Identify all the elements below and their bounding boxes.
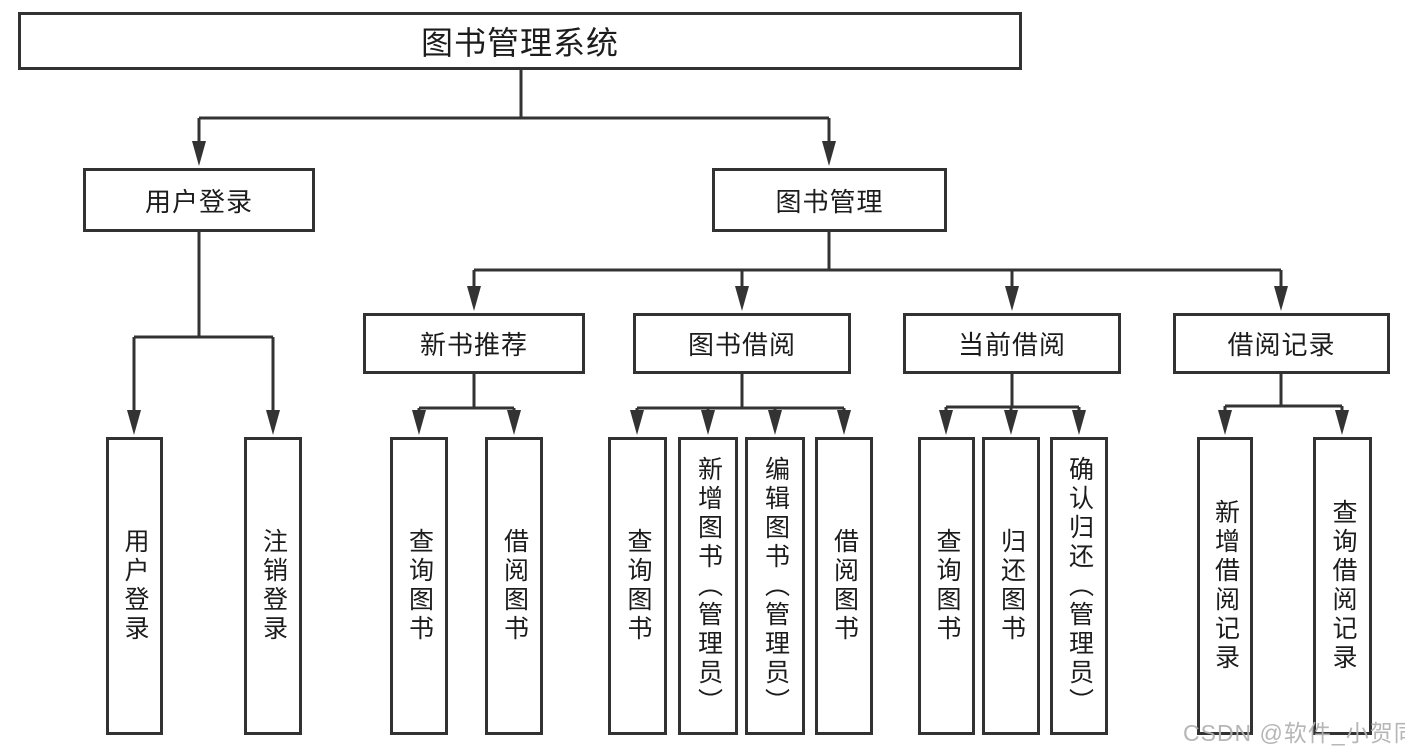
node-book-borrowing: 图书借阅: [633, 313, 851, 374]
leaf-borrow-books-recommend: 借阅图书: [485, 437, 543, 735]
node-book-management: 图书管理: [712, 168, 947, 232]
node-new-book-recommendation: 新书推荐: [363, 313, 585, 374]
node-library-management-system: 图书管理系统: [18, 12, 1022, 70]
leaf-query-books-recommend: 查询图书: [390, 437, 448, 735]
leaf-user-login: 用户登录: [106, 437, 163, 735]
node-current-borrowing: 当前借阅: [903, 313, 1121, 374]
leaf-logout: 注销登录: [244, 437, 302, 735]
node-borrowing-records: 借阅记录: [1173, 313, 1390, 374]
leaf-confirm-return-admin: 确认归还（管理员）: [1050, 437, 1108, 735]
leaf-borrow-books-borrowing: 借阅图书: [815, 437, 873, 735]
leaf-add-books-admin: 新增图书（管理员）: [678, 437, 738, 735]
leaf-query-books-borrowing: 查询图书: [608, 437, 667, 735]
leaf-query-borrow-record: 查询借阅记录: [1313, 437, 1372, 735]
leaf-edit-books-admin: 编辑图书（管理员）: [745, 437, 805, 735]
leaf-query-books-current: 查询图书: [918, 437, 975, 735]
leaf-return-books: 归还图书: [982, 437, 1040, 735]
node-user-login: 用户登录: [83, 168, 315, 232]
csdn-watermark: CSDN @软件_小贺同学: [1183, 720, 1405, 746]
leaf-add-borrow-record: 新增借阅记录: [1197, 437, 1253, 735]
arrowheads: [127, 141, 1349, 435]
